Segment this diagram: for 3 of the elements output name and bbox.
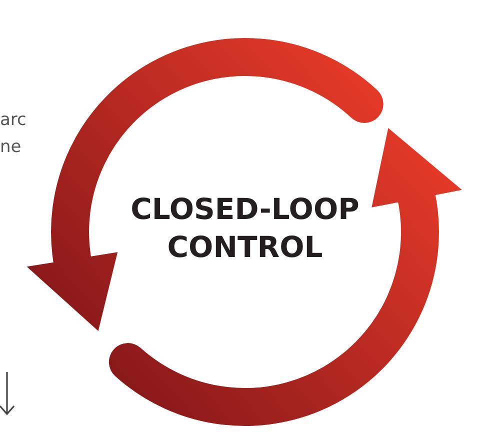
- title-text: CLOSED-LOOP CONTROL: [100, 190, 390, 266]
- text-fragment: arc: [0, 110, 26, 130]
- text-fragment: ne: [0, 137, 22, 157]
